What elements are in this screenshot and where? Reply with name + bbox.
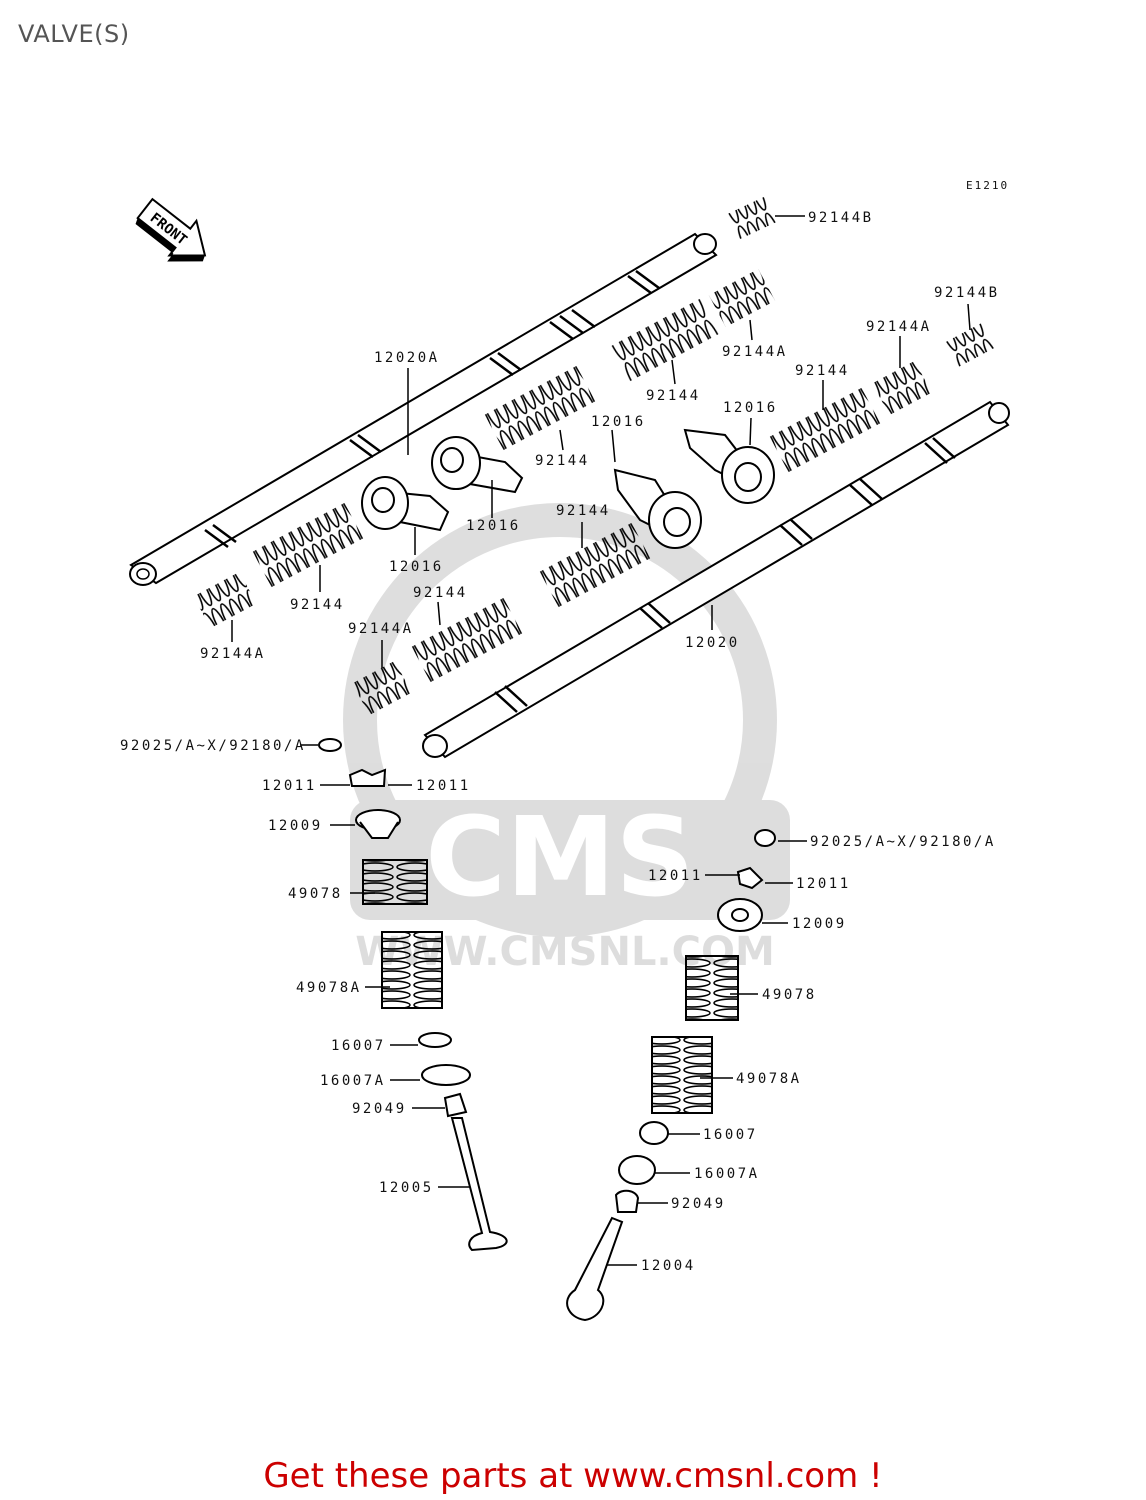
diagram-code: E1210 (966, 179, 1009, 192)
page-title: VALVE(S) (18, 20, 130, 48)
shim-left (318, 738, 342, 752)
label-12016-mid: 12016 (466, 518, 521, 534)
spring-92144a-lower (352, 660, 412, 716)
label-92144-lower: 92144 (413, 585, 468, 601)
label-12009-right: 12009 (792, 916, 847, 932)
rocker-arm-12016-mid (431, 436, 524, 494)
collet-left (348, 768, 387, 787)
label-92144b-right: 92144B (934, 285, 1000, 301)
seat-16007a-right (618, 1155, 656, 1185)
spring-92144-upper-center (611, 298, 719, 382)
label-92049-right: 92049 (671, 1196, 726, 1212)
rocker-arm-12016-left (361, 476, 450, 532)
rocker-arm-12016-center (613, 468, 702, 549)
label-49078a-left: 49078A (296, 980, 362, 996)
spring-92144-lower-left (411, 597, 523, 683)
footer-banner: Get these parts at www.cmsnl.com ! (0, 1456, 1146, 1496)
label-12009-left: 12009 (268, 818, 323, 834)
watermark: CMS WWW.CMSNL.COM (343, 503, 790, 975)
spring-92144b-top (727, 196, 777, 240)
label-92025-right: 92025/A~X/92180/A (810, 834, 996, 850)
label-12020: 12020 (685, 635, 740, 651)
label-92144-upper: 92144 (646, 388, 701, 404)
label-12011-right-b: 12011 (796, 876, 851, 892)
label-12020a: 12020A (374, 350, 440, 366)
front-arrow-icon: FRONT (135, 197, 207, 262)
spring-92144-mid (484, 365, 596, 451)
label-16007-left: 16007 (331, 1038, 386, 1054)
label-16007-right: 16007 (703, 1127, 758, 1143)
label-12011-right-a: 12011 (648, 868, 703, 884)
label-12016-right: 12016 (723, 400, 778, 416)
retainer-left (355, 809, 401, 839)
label-92144b-top: 92144B (808, 210, 874, 226)
watermark-logo: CMS (425, 793, 694, 921)
rocker-shaft-12020 (422, 400, 1010, 759)
seal-right (614, 1189, 640, 1213)
label-92144-mid: 92144 (535, 453, 590, 469)
label-92049-left: 92049 (352, 1101, 407, 1117)
label-92144-left: 92144 (290, 597, 345, 613)
label-92144a-right: 92144A (866, 319, 932, 335)
outer-spring-left (381, 931, 443, 1009)
label-12004: 12004 (641, 1258, 696, 1274)
outer-spring-right (651, 1036, 713, 1114)
label-16007a-left: 16007A (320, 1073, 386, 1089)
label-92144-center: 92144 (556, 503, 611, 519)
spring-92144a-far-right (872, 360, 932, 416)
label-12005: 12005 (379, 1180, 434, 1196)
label-49078a-right: 49078A (736, 1071, 802, 1087)
valve-exploded-diagram: CMS WWW.CMSNL.COM E1210 FRONT (120, 179, 1010, 1322)
spring-92144a-left (193, 571, 257, 629)
spring-92144-lower-center (539, 522, 651, 608)
label-92025-left: 92025/A~X/92180/A (120, 738, 306, 754)
seat-16007a-left (421, 1064, 471, 1086)
collet-right (736, 866, 764, 890)
label-92144a-lower: 92144A (348, 621, 414, 637)
inner-spring-left (362, 859, 428, 905)
shim-right (754, 829, 776, 847)
valve-12004 (566, 1216, 624, 1322)
footer-link[interactable]: Get these parts at www.cmsnl.com ! (263, 1456, 883, 1496)
retainer-right (717, 898, 763, 932)
label-49078-right: 49078 (762, 987, 817, 1003)
label-49078-left: 49078 (288, 886, 343, 902)
spring-92144-left (252, 502, 364, 588)
seat-16007-right (639, 1121, 669, 1145)
label-12011-left-a: 12011 (262, 778, 317, 794)
valve-12005 (450, 1117, 508, 1252)
label-16007a-right: 16007A (694, 1166, 760, 1182)
rocker-shaft-12020a (129, 232, 718, 586)
seal-left (443, 1092, 468, 1118)
label-92144a-upper: 92144A (722, 344, 788, 360)
spring-92144-right (769, 387, 881, 473)
spring-92144a-upper-right (708, 268, 776, 328)
label-12016-center: 12016 (591, 414, 646, 430)
rocker-arm-12016-right (683, 428, 775, 504)
label-92144a-left: 92144A (200, 646, 266, 662)
inner-spring-right (685, 955, 739, 1021)
spring-92144b-right (945, 323, 995, 367)
label-12011-left-b: 12011 (416, 778, 471, 794)
label-92144-right: 92144 (795, 363, 850, 379)
label-12016-left: 12016 (389, 559, 444, 575)
seat-16007-left (418, 1032, 452, 1048)
